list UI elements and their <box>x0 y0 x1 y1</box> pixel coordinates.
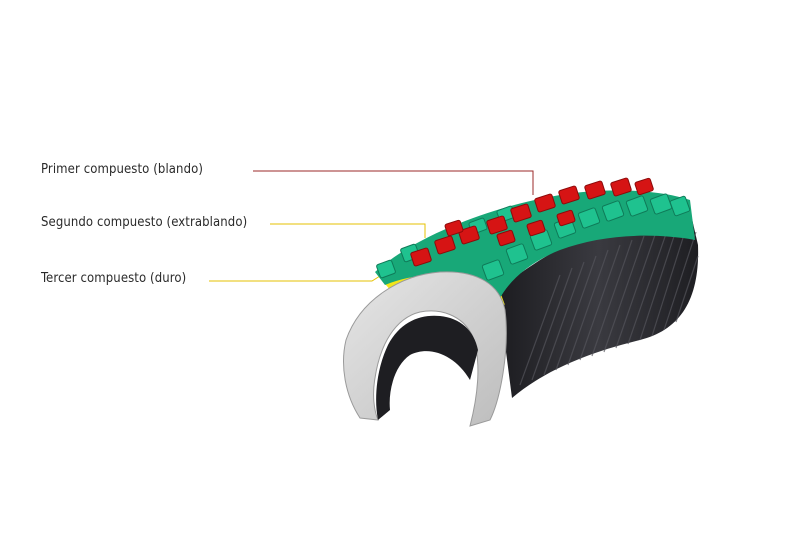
sidewall-texture <box>519 221 699 386</box>
leader-line-segundo <box>270 223 426 238</box>
leader-line-tercer <box>209 275 381 282</box>
label-primer-compuesto: Primer compuesto (blando) <box>41 162 204 177</box>
label-tercer-compuesto: Tercer compuesto (duro) <box>41 271 187 286</box>
leader-line-primer <box>253 170 534 195</box>
tire-interior <box>376 315 478 420</box>
label-segundo-compuesto: Segundo compuesto (extrablando) <box>41 215 248 230</box>
center-knobs <box>410 177 654 267</box>
leader-lines <box>209 170 534 282</box>
